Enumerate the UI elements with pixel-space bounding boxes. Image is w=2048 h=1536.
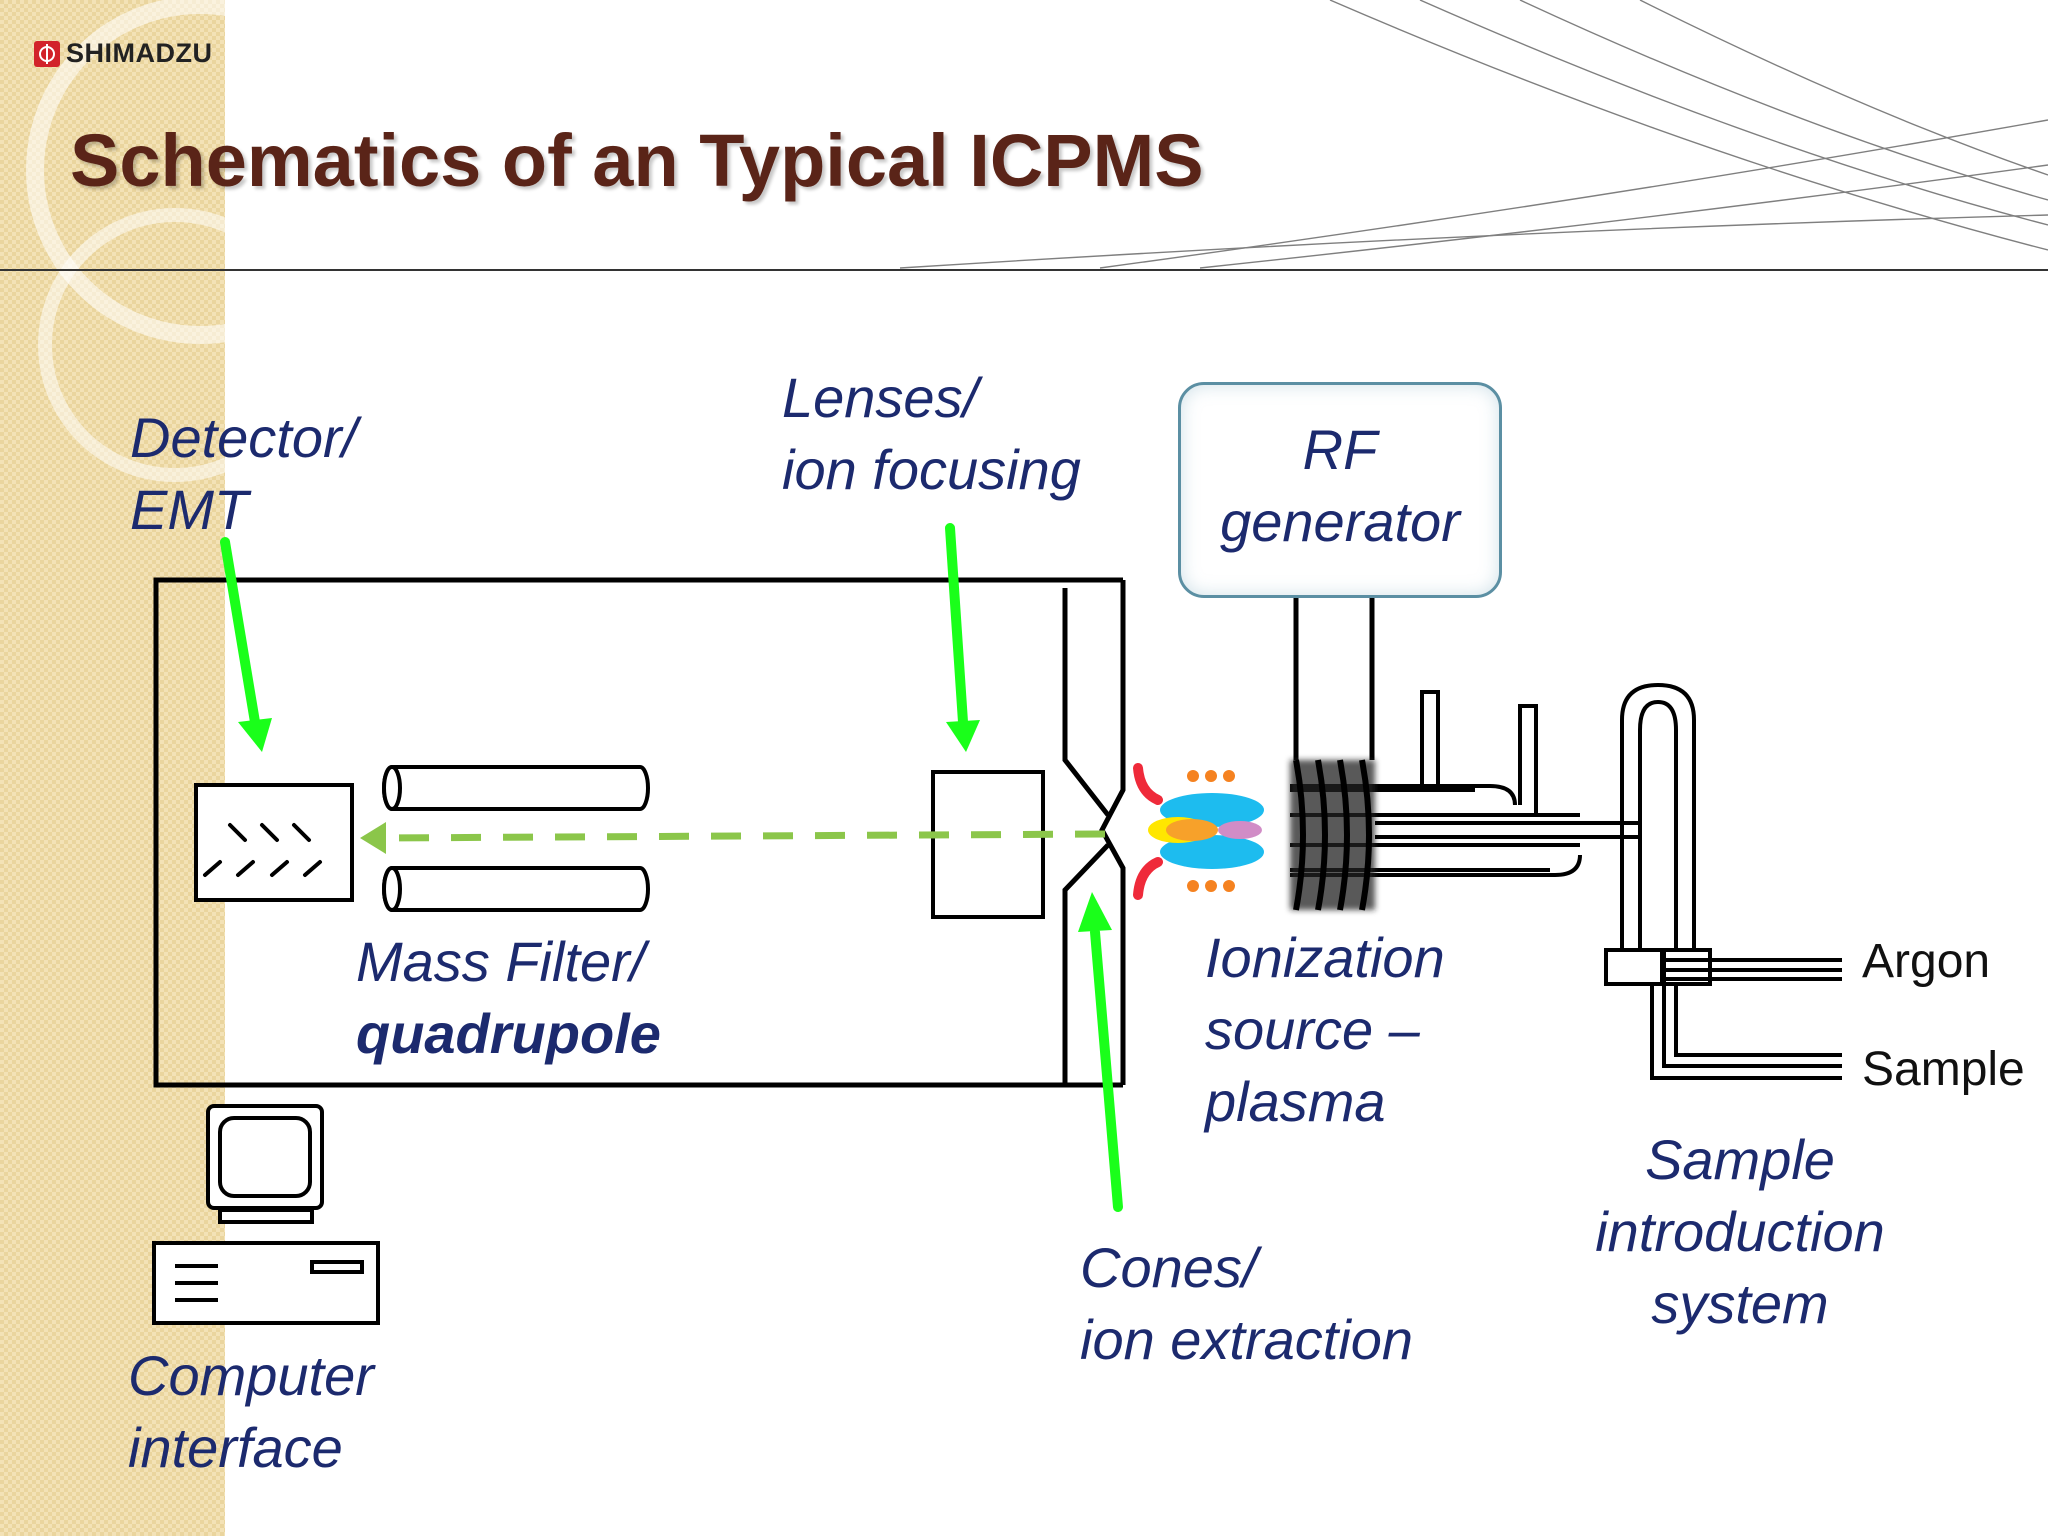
label-sample-introduction: Sample introduction system [1560, 1124, 1920, 1340]
nebulizer-icon [1604, 682, 1842, 1080]
label-ionization: Ionization source – plasma [1205, 922, 1445, 1138]
label-rf-generator: RF generator [1178, 414, 1502, 558]
label-computer: Computer interface [128, 1340, 374, 1484]
label-sample-intro-line-2: introduction [1595, 1200, 1885, 1263]
vacuum-chamber [153, 577, 1123, 1088]
logo-text: SHIMADZU [66, 38, 213, 68]
pointer-arrowheads [238, 718, 1112, 932]
rf-generator-box [1178, 382, 1502, 598]
slide-title: Schematics of an Typical ICPMS [70, 119, 1204, 202]
label-ionization-line-1: Ionization [1205, 926, 1445, 989]
torch-connector [1375, 821, 1640, 839]
label-rf-line-2: generator [1220, 490, 1460, 553]
computer-icon [152, 1104, 380, 1325]
pointer-arrows [220, 523, 1123, 1212]
label-computer-line-1: Computer [128, 1344, 374, 1407]
label-ionization-line-3: plasma [1205, 1070, 1386, 1133]
label-cones: Cones/ ion extraction [1080, 1232, 1413, 1376]
label-computer-line-2: interface [128, 1416, 343, 1479]
rf-leads [1293, 590, 1375, 760]
sampler-cone-red [1133, 763, 1163, 900]
label-detector: Detector/ EMT [130, 402, 357, 546]
arrow-detector [220, 537, 260, 727]
label-sample-intro-line-1: Sample [1645, 1128, 1835, 1191]
label-lenses-line-1: Lenses/ [782, 366, 979, 429]
shimadzu-logo-icon [34, 40, 60, 67]
decor-swooshes [899, 0, 2048, 269]
label-detector-line-1: Detector/ [130, 406, 358, 469]
label-rf-line-1: RF [1302, 418, 1378, 481]
label-sample-intro-line-3: system [1651, 1272, 1829, 1335]
label-detector-line-2: EMT [130, 478, 249, 541]
label-mass-filter-line-1: Mass Filter/ [356, 930, 646, 993]
brand-logo: SHIMADZU [34, 38, 213, 69]
decor-ring-2 [38, 208, 312, 482]
label-ionization-line-2: source – [1205, 998, 1420, 1061]
label-lenses-line-2: ion focusing [782, 438, 1081, 501]
label-cones-line-1: Cones/ [1080, 1236, 1258, 1299]
label-mass-filter-line-2: quadrupole [356, 1002, 661, 1065]
detector-icon [194, 783, 354, 902]
ion-beam-arrowhead [360, 822, 386, 854]
label-mass-filter: Mass Filter/ quadrupole [356, 926, 661, 1070]
quadrupole-rod-icon [382, 765, 650, 912]
label-argon: Argon [1862, 935, 1991, 988]
label-lenses: Lenses/ ion focusing [782, 362, 1081, 506]
cone-icon [1062, 580, 1126, 1085]
ion-beam [377, 830, 1106, 842]
label-sample: Sample [1862, 1043, 2025, 1096]
torch-gas-inlets [1420, 690, 1538, 815]
rf-coil-turns [1293, 759, 1372, 911]
arrow-lenses [945, 523, 968, 727]
label-cones-line-2: ion extraction [1080, 1308, 1414, 1371]
lens-icon [931, 770, 1045, 919]
arrow-cones [1090, 927, 1123, 1212]
